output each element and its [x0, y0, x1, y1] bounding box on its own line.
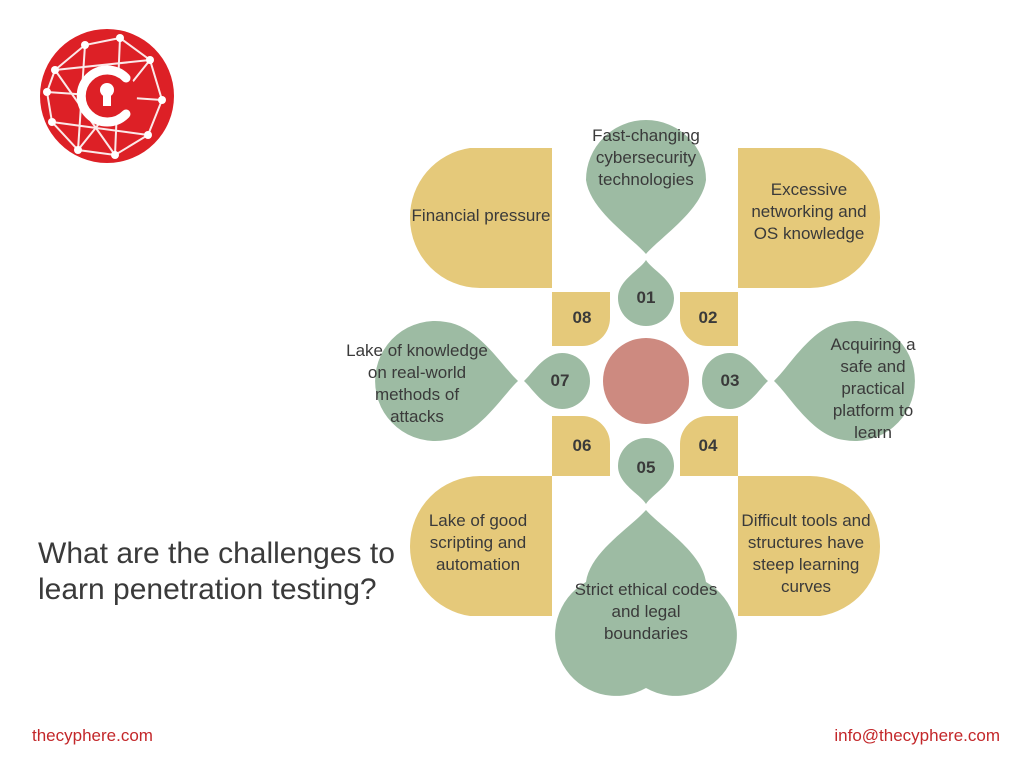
challenge-text-08: Financial pressure [411, 206, 551, 225]
challenge-number-07: 07 [550, 371, 570, 390]
challenge-number-03: 03 [720, 371, 740, 390]
petal-02 [680, 148, 881, 346]
challenge-number-02: 02 [698, 308, 718, 327]
petal-03 [702, 321, 915, 442]
challenge-text-02: Excessive networking and OS knowledge [751, 180, 867, 243]
footer-website[interactable]: thecyphere.com [32, 726, 153, 745]
challenge-text-07: Lake of knowledge on real-world methods … [346, 341, 488, 426]
petal-04 [680, 416, 881, 616]
center-circle [603, 338, 689, 424]
challenge-number-05: 05 [636, 458, 656, 477]
headline: What are the challenges to learn penetra… [38, 537, 395, 606]
petal-08 [409, 148, 610, 346]
thecyphere-logo-icon [40, 29, 174, 163]
challenge-number-01: 01 [636, 288, 656, 307]
challenge-number-04: 04 [698, 436, 718, 455]
challenge-number-08: 08 [572, 308, 592, 327]
challenge-text-04: Difficult tools and structures have stee… [741, 511, 871, 596]
challenge-text-01: Fast-changing cybersecurity technologies [592, 126, 700, 189]
challenge-text-03: Acquiring a safe and practical platform … [830, 335, 916, 442]
petal-06 [409, 416, 610, 616]
petal-01 [586, 120, 706, 326]
petal-07 [375, 321, 590, 441]
petal-05 [555, 438, 737, 696]
footer-email[interactable]: info@thecyphere.com [834, 726, 1000, 745]
challenge-number-06: 06 [572, 436, 592, 455]
challenge-text-06: Lake of good scripting and automation [428, 511, 528, 574]
challenge-text-05: Strict ethical codes and legal boundarie… [574, 580, 718, 643]
